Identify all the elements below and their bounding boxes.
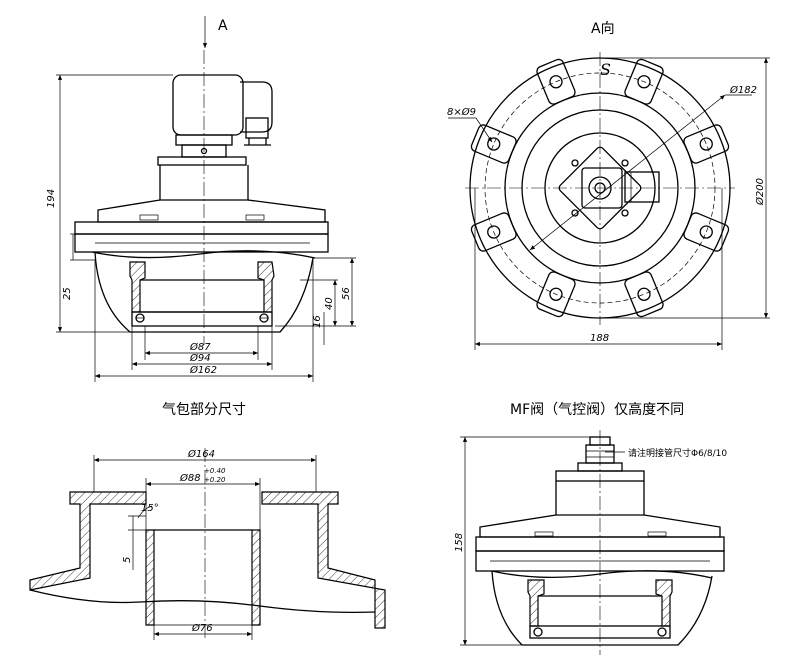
dim-d200: Ø200 [754,178,766,206]
bolt-hole [637,75,651,89]
mf-valve-view: 请注明接管尺寸Φ6/8/10 158 [454,430,727,655]
dim-height-total: 194 [46,189,57,208]
dim-d88: Ø88 [179,472,201,484]
bolt-hole [699,225,713,239]
view-a: A向 S 8×Ø9 Ø182 Ø200 [447,21,770,350]
caption-right: MF阀（气控阀）仅高度不同 [510,401,684,418]
dim-flange: 25 [62,287,73,300]
dim-d87: Ø87 [189,341,211,353]
bolt-hole [487,225,501,239]
dim-d182: Ø182 [729,84,757,96]
dim-d94: Ø94 [189,352,211,364]
brand-mark: S [600,60,611,79]
dim-bolt-holes: 8×Ø9 [447,106,476,118]
dim-angle: 15° [141,503,159,514]
tol-upper: +0.40 [204,467,226,475]
bolt-hole [487,137,501,151]
caption-left: 气包部分尺寸 [162,402,246,418]
dim-188: 188 [590,333,609,344]
dim-40: 40 [324,297,335,310]
bolt-lug [470,124,517,164]
dim-d76: Ø76 [191,622,213,634]
note-pipe-size: 请注明接管尺寸Φ6/8/10 [628,447,727,459]
dim-d164: Ø164 [187,448,215,460]
dim-56: 56 [341,287,352,300]
bolt-hole [549,75,563,89]
bolt-hole [549,287,563,301]
view-a-title: A向 [591,21,615,37]
bolt-lug [536,271,576,318]
bolt-lug [624,271,664,318]
tol-lower: +0.20 [204,476,226,484]
dim-d162: Ø162 [189,364,217,376]
bolt-hole [637,287,651,301]
dim-height-mf: 158 [454,533,465,552]
view-arrow-label: A [218,18,228,34]
tank-section: Ø164 Ø88 +0.40 +0.20 15° 5 Ø76 [29,448,386,640]
side-view: A [46,16,356,382]
dim-16: 16 [312,315,323,328]
dim-5: 5 [122,557,133,563]
